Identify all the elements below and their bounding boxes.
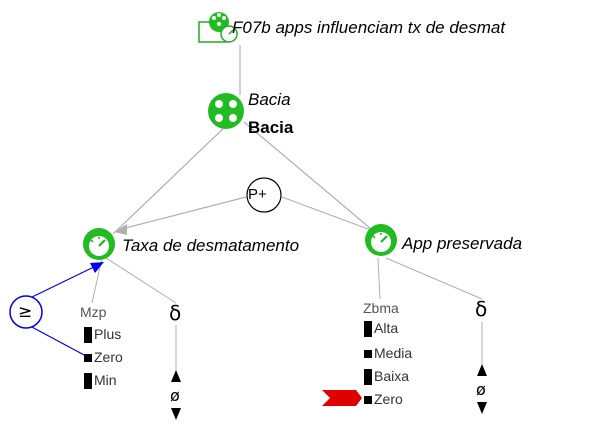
right-derivative-symbol: δ [475,297,488,321]
correspondence-symbol: ≥ [18,302,33,322]
right-quantity-space-name: Zbma [363,300,399,316]
relation-from-right-line [281,196,377,233]
left-deriv-stem [105,257,177,304]
right-qs-stem [377,257,381,300]
quantity-gauge-icon-right[interactable] [365,224,397,256]
entity-icon[interactable] [208,93,244,129]
left-value-item[interactable]: Zero [84,349,123,365]
relation-to-left-line [117,196,247,231]
derivative-down-arrow-right[interactable] [477,402,487,414]
diagram-title: F07b apps influenciam tx de desmat [232,18,506,37]
right-node-label: App preservada [402,234,523,253]
entity-type-label: Bacia [248,118,294,137]
correspondence-line-top [29,263,101,299]
left-node-label: Taxa de desmatamento [122,236,300,255]
derivative-down-arrow-left[interactable] [171,408,181,420]
current-value-marker [322,390,362,406]
relation-symbol: P+ [248,186,267,203]
quantity-gauge-icon-left[interactable] [83,228,115,260]
right-value-item[interactable]: Baixa [364,368,409,386]
right-derivative-value: ø [476,380,486,399]
left-derivative-symbol: δ [169,301,182,325]
left-quantity-space-name: Mzp [80,304,107,320]
left-value-item[interactable]: Min [84,372,117,390]
scenario-icon[interactable] [198,12,238,43]
right-deriv-stem [385,257,483,300]
entity-to-right-node-line [243,121,378,235]
left-value-item[interactable]: Plus [84,326,121,344]
relation-arrowhead [114,224,127,235]
relation-node[interactable] [246,177,282,213]
right-value-item[interactable]: Media [364,345,412,361]
right-value-item-current[interactable]: Zero [364,391,403,407]
derivative-up-arrow-left[interactable] [171,370,181,382]
right-value-item[interactable]: Alta [364,320,398,338]
entity-to-left-node-line [112,123,229,235]
correspondence-node[interactable] [9,295,43,329]
left-derivative-value: ø [170,386,180,405]
derivative-up-arrow-right[interactable] [477,364,487,376]
entity-label: Bacia [248,90,291,109]
correspondence-line-bottom [29,325,87,357]
correspondence-arrowhead [90,262,104,273]
